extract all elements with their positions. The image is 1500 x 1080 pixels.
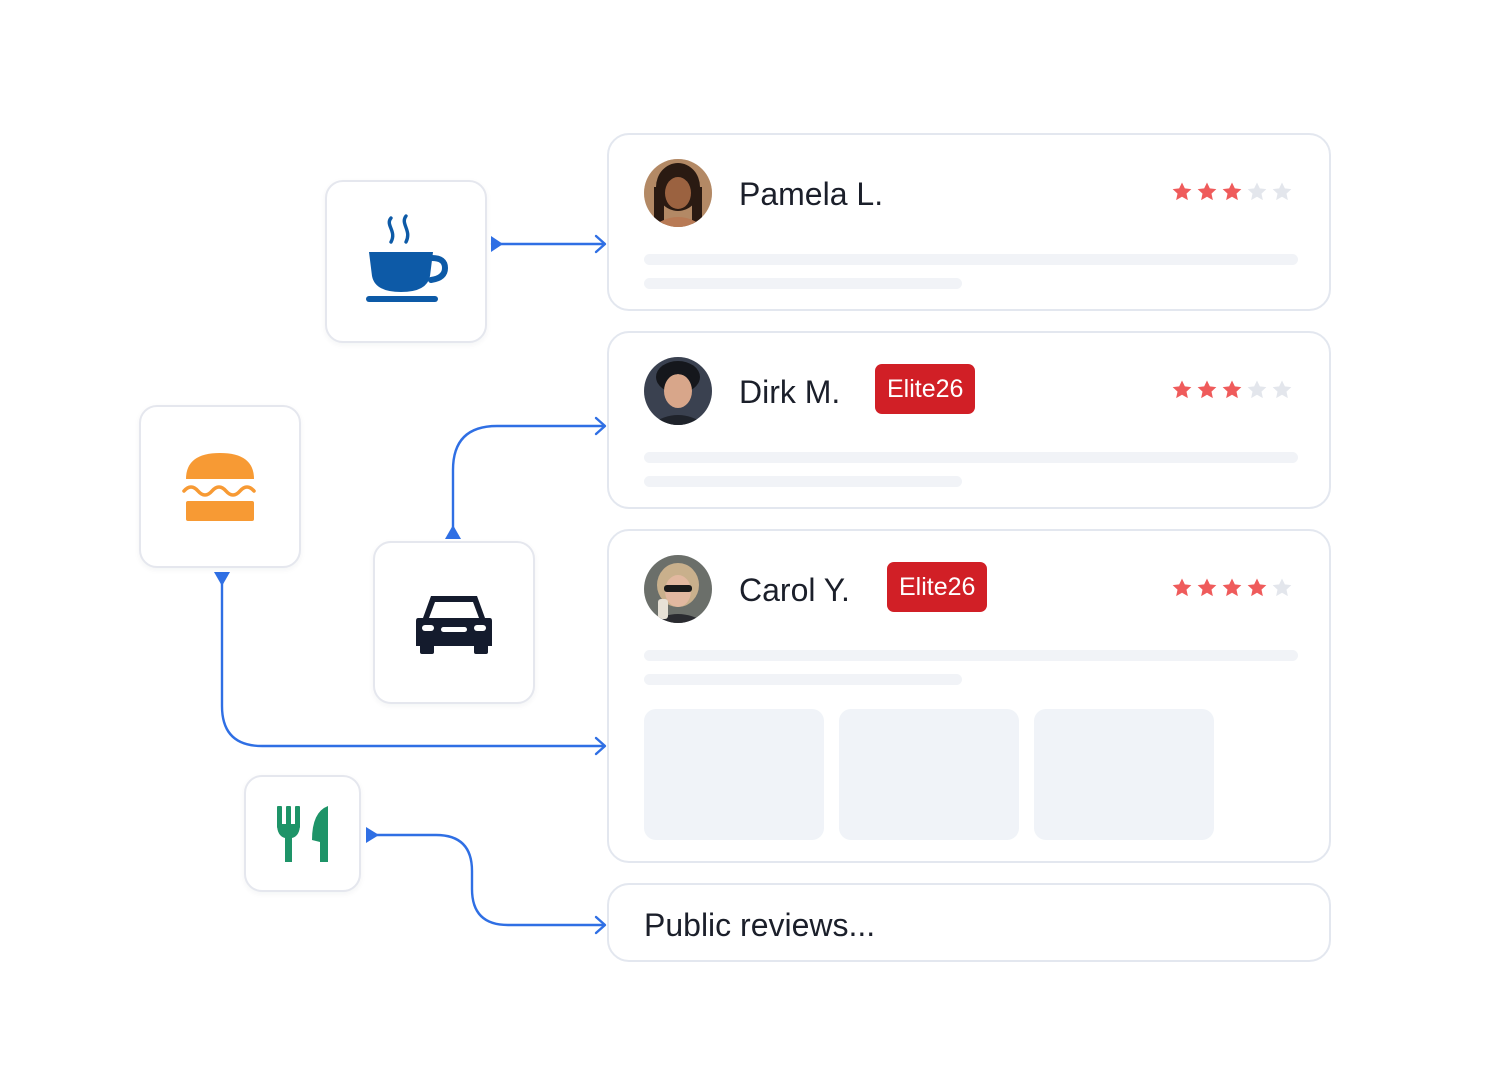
star-filled-icon — [1246, 577, 1268, 599]
avatar — [644, 555, 712, 623]
review-card-pamela: Pamela L. — [607, 133, 1331, 311]
category-tile-burger[interactable] — [139, 405, 301, 568]
star-empty-icon — [1246, 181, 1268, 203]
star-filled-icon — [1196, 577, 1218, 599]
star-rating — [1171, 577, 1293, 599]
category-tile-utensils[interactable] — [244, 775, 361, 892]
star-filled-icon — [1171, 577, 1193, 599]
text-placeholder-line — [644, 254, 1298, 265]
review-card-dirk: Dirk M. Elite26 — [607, 331, 1331, 509]
star-empty-icon — [1271, 379, 1293, 401]
text-placeholder-line — [644, 674, 962, 685]
reviewer-name: Carol Y. — [739, 572, 850, 608]
star-filled-icon — [1171, 181, 1193, 203]
star-empty-icon — [1271, 181, 1293, 203]
category-tile-car[interactable] — [373, 541, 535, 704]
star-filled-icon — [1196, 181, 1218, 203]
star-filled-icon — [1196, 379, 1218, 401]
car-icon — [416, 595, 492, 654]
reviewer-name: Pamela L. — [739, 176, 884, 212]
connector-start-utensils — [366, 827, 379, 843]
photo-placeholder[interactable] — [1034, 709, 1214, 840]
text-placeholder-line — [644, 452, 1298, 463]
star-filled-icon — [1221, 379, 1243, 401]
review-card-carol: Carol Y. Elite26 — [607, 529, 1331, 863]
public-reviews-label: Public reviews... — [644, 907, 876, 943]
reviewer-name: Dirk M. — [739, 374, 841, 410]
star-empty-icon — [1271, 577, 1293, 599]
elite-badge: Elite26 — [887, 562, 988, 612]
category-tile-coffee[interactable] — [325, 180, 487, 343]
connector-start-burger — [214, 572, 230, 586]
star-rating — [1171, 181, 1293, 203]
star-empty-icon — [1246, 379, 1268, 401]
coffee-cup-icon — [366, 214, 449, 302]
burger-icon — [182, 452, 256, 521]
avatar — [644, 357, 712, 425]
connector-start-coffee — [491, 236, 503, 252]
star-filled-icon — [1221, 181, 1243, 203]
connector-car-to-dirk — [451, 424, 606, 535]
star-filled-icon — [1221, 577, 1243, 599]
star-rating — [1171, 379, 1293, 401]
elite-badge: Elite26 — [875, 364, 976, 414]
public-reviews[interactable]: Public reviews... — [607, 883, 1331, 962]
avatar — [644, 159, 712, 227]
text-placeholder-line — [644, 650, 1298, 661]
fork-knife-icon — [276, 805, 328, 862]
connector-start-car — [445, 525, 461, 539]
connector-utensils-to-public — [368, 833, 606, 927]
star-filled-icon — [1171, 379, 1193, 401]
photo-placeholder[interactable] — [839, 709, 1019, 840]
photo-placeholder[interactable] — [644, 709, 824, 840]
text-placeholder-line — [644, 476, 962, 487]
text-placeholder-line — [644, 278, 962, 289]
